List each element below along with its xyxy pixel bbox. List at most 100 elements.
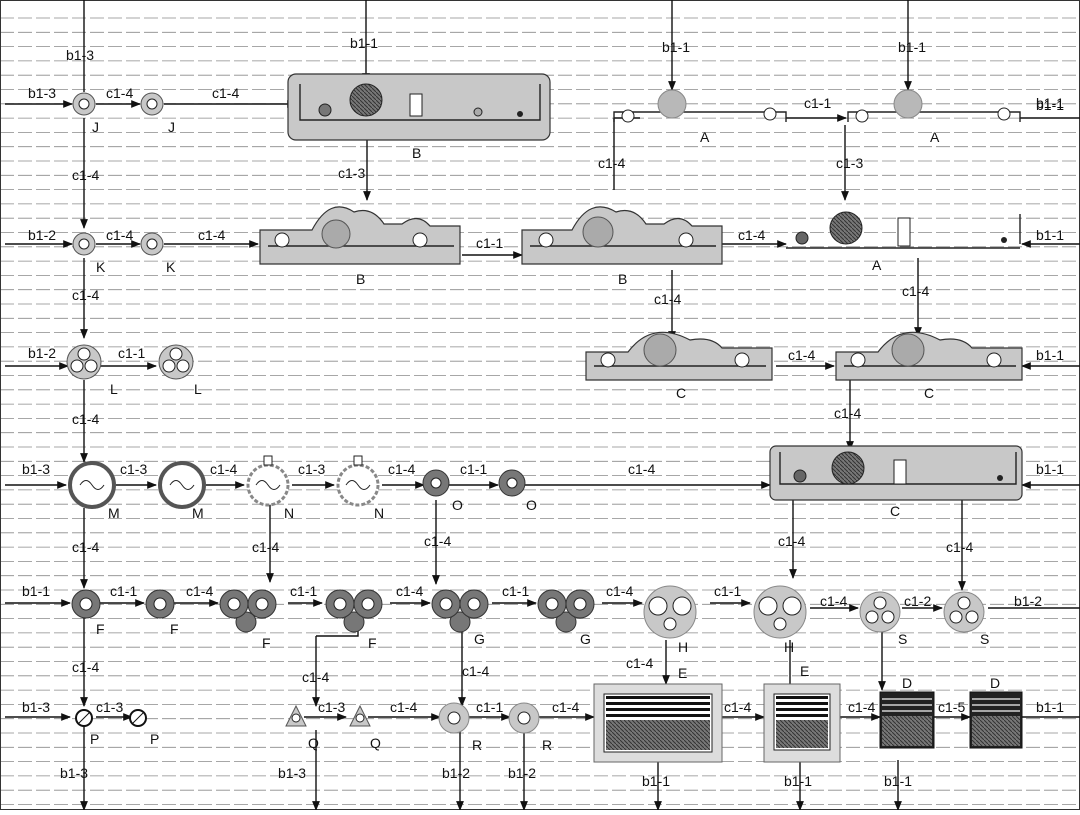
- stream-label: c1-4: [106, 227, 133, 243]
- stream-label: c1-4: [724, 699, 751, 715]
- unit-B-mid: [522, 207, 722, 264]
- unit-L1: [67, 345, 101, 379]
- label-L2: L: [194, 381, 202, 397]
- stream-label: c1-3: [318, 699, 345, 715]
- unit-G1: [432, 590, 488, 632]
- label-S2: S: [980, 631, 989, 647]
- stream-label: c1-2: [904, 593, 931, 609]
- stream-label: c1-4: [252, 539, 279, 555]
- stream-label: c1-4: [302, 669, 329, 685]
- unit-O2: [499, 470, 525, 496]
- unit-P1: [76, 710, 92, 726]
- unit-S2: [944, 592, 984, 632]
- stream-label: c1-4: [848, 699, 875, 715]
- stream-label: c1-1: [476, 699, 503, 715]
- stream-label: c1-4: [552, 699, 579, 715]
- stream-label: c1-4: [820, 593, 847, 609]
- label-H2: H: [784, 639, 794, 655]
- unit-P2: [130, 710, 146, 726]
- stream-label: c1-4: [212, 85, 239, 101]
- label-D1: D: [902, 675, 912, 691]
- label-F3: F: [262, 635, 271, 651]
- stream-label: c1-4: [628, 461, 655, 477]
- unit-E2: [764, 684, 840, 762]
- stream-label: b1-3: [22, 461, 50, 477]
- stream-label: c1-4: [902, 283, 929, 299]
- label-G1: G: [474, 631, 485, 647]
- stream-label: b1-1: [1036, 227, 1064, 243]
- stream-label: b1-2: [442, 765, 470, 781]
- stream-label: b1-2: [28, 345, 56, 361]
- label-C-big: C: [890, 503, 900, 519]
- unit-F1: [72, 590, 100, 618]
- stream-label: c1-4: [390, 699, 417, 715]
- unit-N2: [338, 456, 378, 505]
- label-A2: A: [930, 129, 940, 145]
- unit-R1: [439, 703, 469, 733]
- stream-label: c1-4: [72, 167, 99, 183]
- unit-C2: [836, 332, 1022, 380]
- label-Q2: Q: [370, 735, 381, 751]
- stream-label: b1-1: [350, 35, 378, 51]
- stream-label: b1-1: [662, 39, 690, 55]
- label-M2: M: [192, 505, 204, 521]
- unit-B-left: [260, 207, 460, 264]
- stream-label: c1-3: [96, 699, 123, 715]
- unit-A2: [848, 90, 1020, 122]
- stream-label: b1-1: [1036, 699, 1064, 715]
- stream-label: c1-4: [198, 227, 225, 243]
- unit-J2: [141, 93, 163, 115]
- stream-label: b1-3: [66, 47, 94, 63]
- label-N2: N: [374, 505, 384, 521]
- stream-label: c1-3: [338, 165, 365, 181]
- unit-J1: [73, 93, 95, 115]
- stream-label: c1-3: [298, 461, 325, 477]
- stream-label: c1-1: [804, 95, 831, 111]
- label-O2: O: [526, 497, 537, 513]
- stream-label: c1-4: [72, 539, 99, 555]
- label-C2: C: [924, 385, 934, 401]
- label-B-top: B: [412, 145, 421, 161]
- label-B-left: B: [356, 271, 365, 287]
- stream-label: c1-4: [210, 461, 237, 477]
- label-F1: F: [96, 621, 105, 637]
- stream-label: c1-4: [654, 291, 681, 307]
- stream-label: b1-1: [22, 583, 50, 599]
- unit-N1: [248, 456, 288, 505]
- stream-label: c1-4: [626, 655, 653, 671]
- unit-F3: [220, 590, 276, 632]
- label-K1: K: [96, 259, 106, 275]
- stream-label: c1-4: [834, 405, 861, 421]
- stream-label: b1-3: [278, 765, 306, 781]
- stream-label: c1-4: [606, 583, 633, 599]
- label-A-mid: A: [872, 257, 882, 273]
- label-H1: H: [678, 639, 688, 655]
- stream-label: b1-1: [1036, 97, 1064, 113]
- unit-F4: [326, 590, 382, 632]
- unit-C1: [586, 332, 772, 380]
- stream-label: c1-4: [778, 533, 805, 549]
- label-E1: E: [678, 665, 687, 681]
- stream-label: c1-4: [598, 155, 625, 171]
- unit-K2: [141, 233, 163, 255]
- equipment-label-layer: J J B A A K K B B A L L C C C M M N N O …: [90, 119, 1000, 753]
- unit-E1: [594, 684, 722, 762]
- label-R2: R: [542, 737, 552, 753]
- unit-H2: [754, 586, 806, 638]
- stream-label: c1-4: [388, 461, 415, 477]
- unit-R2: [509, 703, 539, 733]
- label-P2: P: [150, 731, 159, 747]
- unit-L2: [159, 345, 193, 379]
- stream-label: c1-1: [460, 461, 487, 477]
- stream-label: c1-1: [118, 345, 145, 361]
- stream-label: c1-4: [424, 533, 451, 549]
- stream-label: c1-4: [72, 411, 99, 427]
- stream-label: b1-1: [884, 773, 912, 789]
- stream-label: b1-3: [28, 85, 56, 101]
- stream-label: c1-4: [186, 583, 213, 599]
- label-P1: P: [90, 731, 99, 747]
- label-G2: G: [580, 631, 591, 647]
- unit-B-top: [288, 74, 550, 140]
